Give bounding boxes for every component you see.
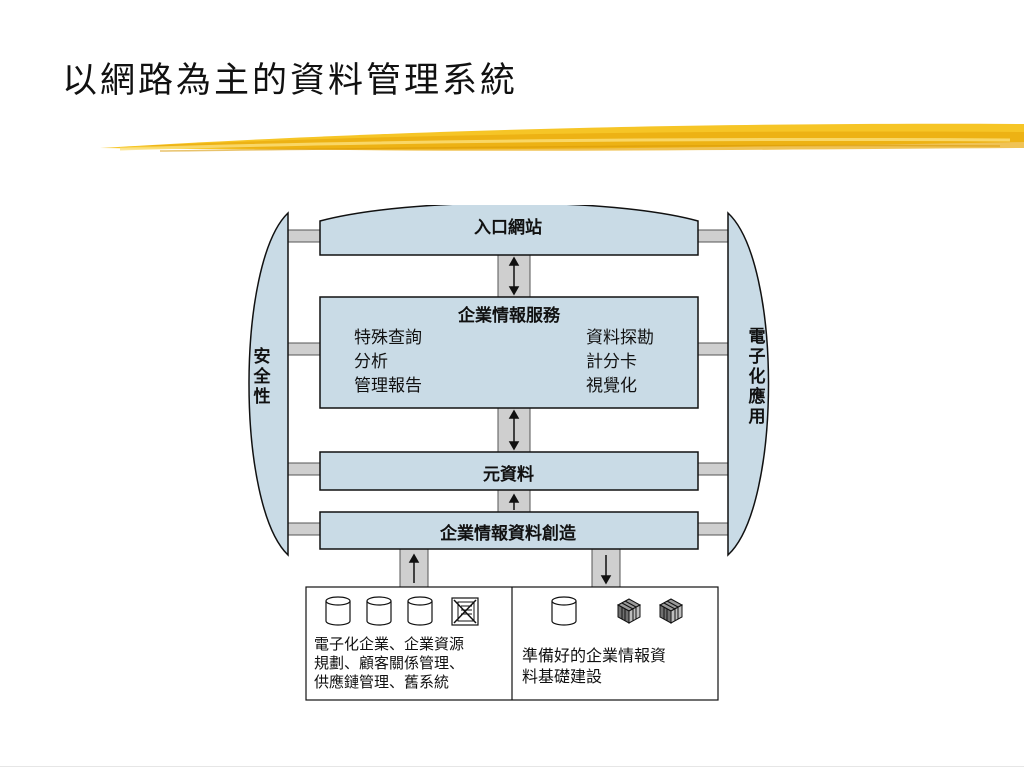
security-label: 安 全 性 bbox=[253, 347, 271, 407]
bi-service-item: 管理報告 bbox=[354, 376, 422, 396]
bi-service-item: 特殊查詢 bbox=[354, 328, 422, 348]
bi-service-item: 資料探勘 bbox=[586, 328, 654, 348]
data-sources-text: 電子化企業、企業資源 規劃、顧客關係管理、 供應鏈管理、舊系統 bbox=[314, 635, 465, 691]
bi-architecture-diagram: 入口網站 企業情報服務 特殊查詢 分析 管理報告 資料探勘 計分卡 視覺化 元資… bbox=[230, 205, 790, 705]
bi-creation-box bbox=[319, 511, 699, 550]
slide-title: 以網路為主的資料管理系統 bbox=[62, 61, 519, 101]
portal-label: 入口網站 bbox=[474, 218, 542, 238]
data-cube-icon bbox=[658, 598, 684, 624]
infrastructure-text: 準備好的企業情報資 料基礎建設 bbox=[522, 646, 667, 686]
data-cube-icon bbox=[616, 598, 642, 624]
legacy-document-icon bbox=[451, 597, 479, 626]
bi-service-item: 視覺化 bbox=[586, 376, 637, 396]
portal-box bbox=[319, 205, 699, 256]
bi-services-box bbox=[319, 296, 699, 409]
data-warehouse-icon bbox=[551, 596, 577, 626]
bi-services-title: 企業情報服務 bbox=[458, 306, 560, 326]
metadata-label: 元資料 bbox=[483, 465, 534, 485]
bi-service-item: 計分卡 bbox=[586, 352, 637, 372]
bi-service-item: 分析 bbox=[354, 352, 388, 372]
flow-arrows bbox=[408, 256, 612, 585]
highlight-brush-stroke bbox=[100, 123, 1024, 152]
metadata-box bbox=[319, 451, 699, 491]
ebusiness-label: 電 子 化 應 用 bbox=[748, 327, 766, 427]
security-pillar bbox=[248, 211, 289, 557]
database-icons bbox=[325, 596, 433, 626]
ebusiness-pillar bbox=[727, 211, 770, 557]
slide-footer-divider bbox=[0, 766, 1024, 767]
bi-creation-label: 企業情報資料創造 bbox=[440, 524, 576, 544]
